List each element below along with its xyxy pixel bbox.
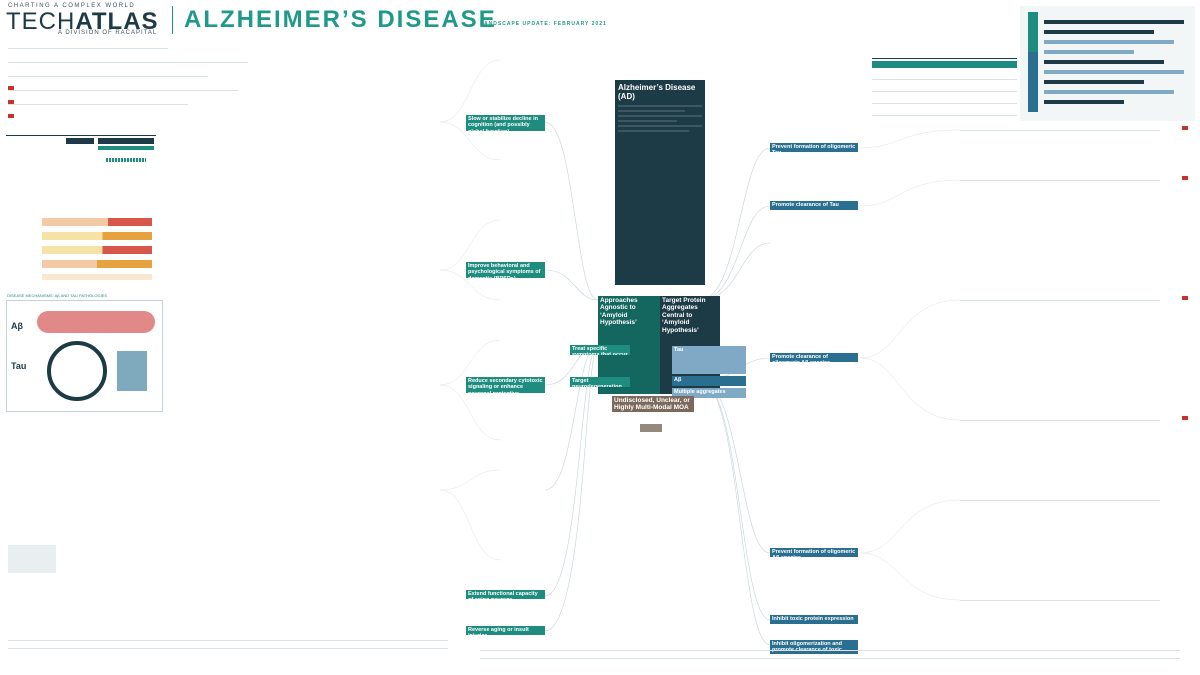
branch-cognition[interactable]: Slow or stabilize decline in cognition (… [466, 115, 545, 131]
brand-logo: TECHATLAS [6, 8, 159, 36]
heatmap-bar [42, 218, 152, 226]
cell-shape [117, 351, 147, 391]
landscape-update: LANDSCAPE UPDATE: FEBRUARY 2021 [480, 21, 607, 27]
branch-functional[interactable]: Extend functional capacity of aging neur… [466, 590, 545, 599]
ab-node[interactable]: Aβ [672, 376, 746, 386]
tau-label: Tau [11, 361, 27, 371]
table-header-cell [98, 138, 154, 144]
row-line [8, 90, 238, 91]
bar-strip [106, 158, 146, 162]
text-line [618, 105, 702, 108]
pipeline-bar [1044, 80, 1144, 84]
table-header-cell [66, 138, 94, 144]
brand-bold-text: ATLAS [75, 8, 159, 35]
ab-label: Aβ [11, 321, 23, 331]
header-divider [172, 6, 173, 34]
multiple-node[interactable]: Multiple aggregates [672, 388, 746, 398]
development-marker [8, 114, 14, 118]
pipeline-bar [1044, 90, 1174, 94]
branch-prevent-ab[interactable]: Prevent formation of oligomeric Aβ speci… [770, 548, 858, 557]
page-title: ALZHEIMER’S DISEASE [184, 6, 497, 33]
pipeline-chart [1020, 6, 1195, 121]
branch-damage[interactable]: Reverse aging or insult injuries [466, 626, 545, 635]
disease-title: Alzheimer’s Disease (AD) [618, 83, 696, 102]
row-line [960, 500, 1160, 501]
development-marker [1182, 416, 1188, 420]
row-line [872, 103, 1017, 104]
branch-secondary[interactable]: Reduce secondary cytotoxic signaling or … [466, 377, 545, 393]
pipeline-bar [1044, 20, 1184, 24]
mechanism-illustration: DISEASE MECHANISMS: Aβ AND TAU PATHOLOGI… [6, 293, 163, 412]
branch-prevent-tau[interactable]: Prevent formation of oligomeric Tau [770, 143, 858, 152]
brand-division: A DIVISION OF RACAPITAL [58, 30, 158, 36]
row-line [8, 62, 248, 63]
pipeline-bar [1044, 50, 1134, 54]
mechanism-label: DISEASE MECHANISMS: Aβ AND TAU PATHOLOGI… [7, 293, 108, 298]
row-line [8, 76, 208, 77]
heatmap-panel [6, 210, 156, 300]
table-subheader [98, 146, 154, 150]
heatmap-bar [42, 232, 152, 240]
development-marker [8, 100, 14, 104]
development-marker [8, 86, 14, 90]
heatmap-bar [42, 274, 152, 280]
disease-overview-panel: Alzheimer’s Disease (AD) [615, 80, 705, 285]
neurodegen-node[interactable]: Target neurodegeneration via neuroprotec… [570, 377, 630, 387]
branch-inhibit-expression[interactable]: Inhibit toxic protein expression [770, 615, 858, 624]
row-line [8, 48, 168, 49]
row-line [872, 115, 1017, 116]
footer-line [480, 658, 1180, 659]
text-line [618, 130, 690, 133]
row-line [8, 104, 188, 105]
heatmap-bar [42, 260, 152, 268]
brand-light-text: TECH [6, 8, 76, 35]
legend-thumbnail [8, 545, 56, 573]
vessel-shape [37, 311, 155, 333]
row-line [960, 420, 1160, 421]
tau-node[interactable]: Tau [672, 346, 746, 374]
pipeline-bar [1044, 40, 1174, 44]
pipeline-bar [1044, 100, 1124, 104]
branch-clearance-ab[interactable]: Promote clearance of oligomeric Aβ speci… [770, 353, 858, 362]
row-line [960, 300, 1160, 301]
footer-line [8, 648, 448, 649]
pipeline-bar [1044, 60, 1164, 64]
development-marker [1182, 176, 1188, 180]
text-line [618, 125, 702, 128]
undisclosed-node[interactable]: Undisclosed, Unclear, or Highly Multi-Mo… [612, 396, 694, 412]
pipeline-bar [1044, 30, 1154, 34]
footer-line [480, 650, 1180, 651]
row-line [960, 180, 1160, 181]
brand-tagline: CHARTING A COMPLEX WORLD [8, 3, 136, 9]
development-marker [1182, 296, 1188, 300]
text-line [618, 110, 686, 113]
row-line [872, 91, 1017, 92]
footer-line [8, 640, 448, 641]
table-header [872, 61, 1017, 68]
trial-summary-table [872, 58, 1017, 121]
branch-inhibit-aggregation[interactable]: Inhibit oligomerization and promote clea… [770, 640, 858, 654]
row-line [872, 79, 1017, 80]
heatmap-bar [42, 246, 152, 254]
summary-table [6, 135, 156, 206]
branch-promote-tau[interactable]: Promote clearance of Tau [770, 201, 858, 210]
category-bar [1028, 12, 1038, 112]
text-line [618, 120, 677, 123]
undisclosed-subnode[interactable] [640, 424, 662, 432]
development-marker [1182, 126, 1188, 130]
row-line [960, 130, 1160, 131]
neuron-shape [47, 341, 107, 401]
branch-behavior[interactable]: Improve behavioral and psychological sym… [466, 262, 545, 278]
text-line [618, 115, 702, 118]
row-line [960, 600, 1160, 601]
pipeline-bar [1044, 70, 1184, 74]
symptoms-node[interactable]: Treat specific symptoms that occur as a … [570, 345, 630, 355]
